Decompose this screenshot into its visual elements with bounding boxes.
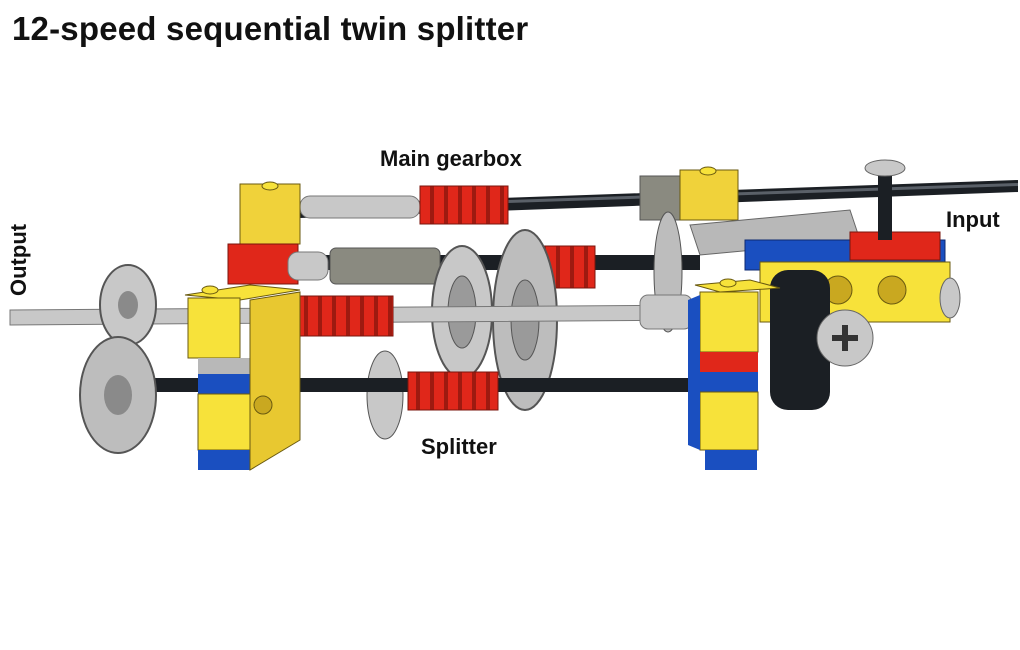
input-label: Input (946, 207, 1000, 232)
rear-frame (227, 166, 739, 285)
splitter-label: Splitter (421, 434, 497, 459)
output-gears (79, 264, 157, 454)
diagram-title: 12-speed sequential twin splitter (12, 10, 529, 47)
front-left-frame (184, 284, 301, 471)
front-right-frame (688, 278, 781, 470)
main-gearbox-label: Main gearbox (380, 146, 522, 171)
upper-axle (299, 175, 1018, 225)
middle-axle (287, 245, 700, 289)
input-assembly (689, 159, 961, 410)
